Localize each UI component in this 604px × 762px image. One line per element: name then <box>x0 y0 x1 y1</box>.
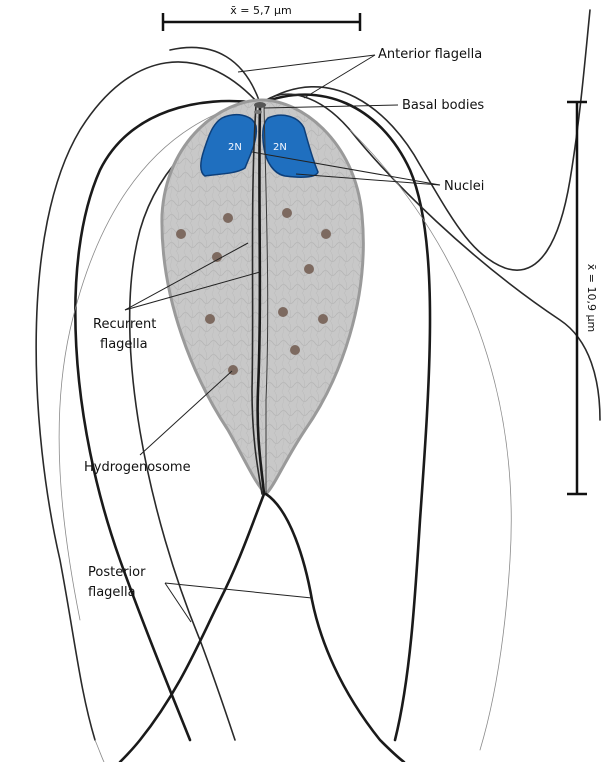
nuclei: 2N 2N <box>200 113 319 178</box>
label-posterior-flagella-2: flagella <box>88 585 136 600</box>
posterior-flagella <box>118 492 406 762</box>
label-basal-bodies: Basal bodies <box>402 98 484 113</box>
hydrogenosome-dot <box>318 314 328 324</box>
width-scale-label: x̄ = 5,7 µm <box>230 4 291 17</box>
hydrogenosomes <box>176 208 331 375</box>
label-posterior-flagella-1: Posterior <box>88 565 146 580</box>
width-scale-bar: x̄ = 5,7 µm <box>161 4 362 31</box>
nucleus-right <box>262 114 319 178</box>
label-recurrent-flagella-1: Recurrent <box>93 317 156 332</box>
hydrogenosome-dot <box>304 264 314 274</box>
hydrogenosome-dot <box>278 307 288 317</box>
recurrent-flagella <box>251 103 269 496</box>
hydrogenosome-dot <box>212 252 222 262</box>
length-scale-label: x̄ = 10,9 µm <box>585 264 598 332</box>
hydrogenosome-dot <box>321 229 331 239</box>
label-anterior-flagella: Anterior flagella <box>378 47 482 62</box>
hydrogenosome-dot <box>205 314 215 324</box>
length-scale-bar: x̄ = 10,9 µm <box>567 100 598 496</box>
hydrogenosome-dot <box>176 229 186 239</box>
basal-bodies <box>254 102 266 114</box>
label-recurrent-flagella-2: flagella <box>100 337 148 352</box>
label-nuclei: Nuclei <box>444 179 484 194</box>
label-hydrogenosome: Hydrogenosome <box>84 460 191 475</box>
nucleus-right-label: 2N <box>273 142 287 153</box>
nucleus-left-label: 2N <box>228 142 242 153</box>
cell-body <box>160 98 365 497</box>
leader-lines <box>124 54 441 623</box>
hydrogenosome-dot <box>282 208 292 218</box>
hydrogenosome-dot <box>223 213 233 223</box>
hydrogenosome-dot <box>290 345 300 355</box>
